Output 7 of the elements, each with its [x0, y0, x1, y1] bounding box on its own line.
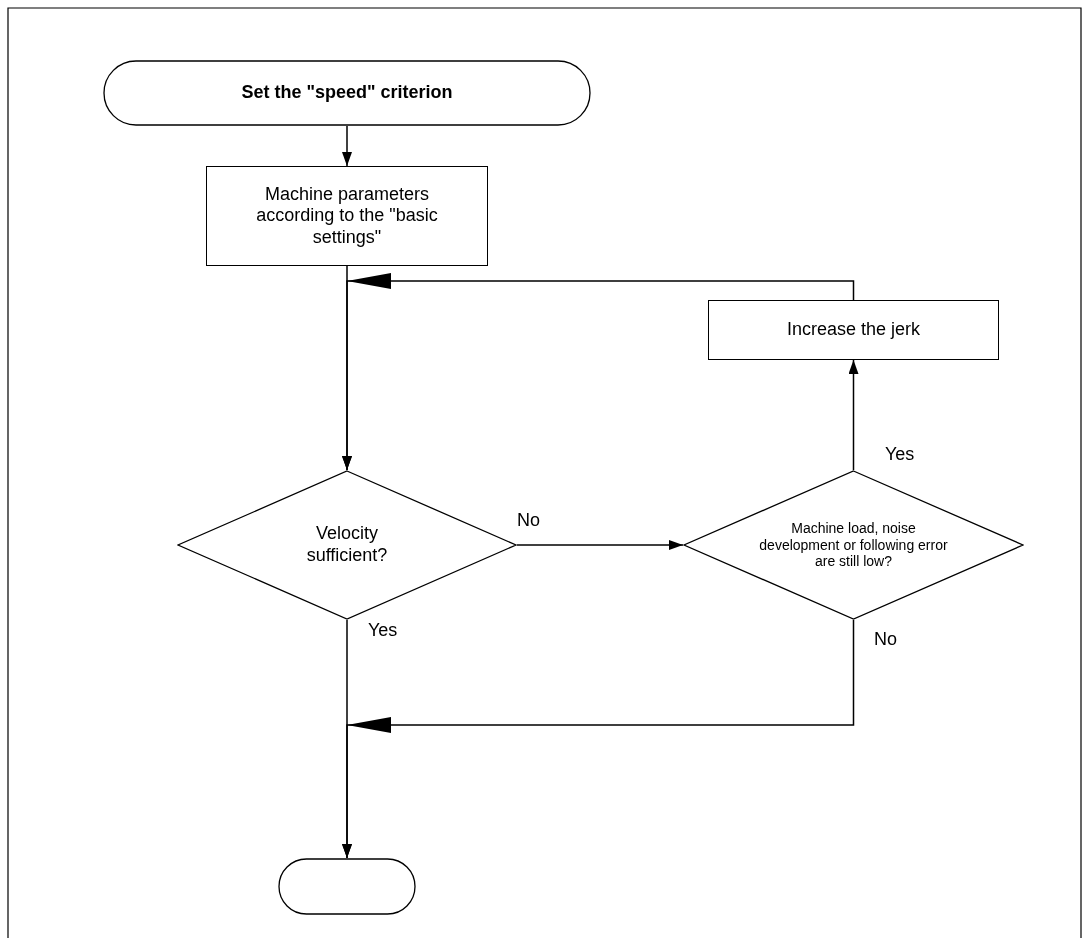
process-box	[206, 166, 488, 266]
step-text: Increase the jerk	[786, 319, 921, 341]
decision-text: Machine load, noise development or following error are still low?	[758, 519, 949, 571]
process-box	[708, 300, 999, 360]
decision-text: Velocity sufficient?	[305, 523, 389, 567]
start-label: Set the "speed" criterion	[241, 82, 453, 104]
step-text: Machine parameters according to the "basic settings"	[255, 183, 439, 249]
